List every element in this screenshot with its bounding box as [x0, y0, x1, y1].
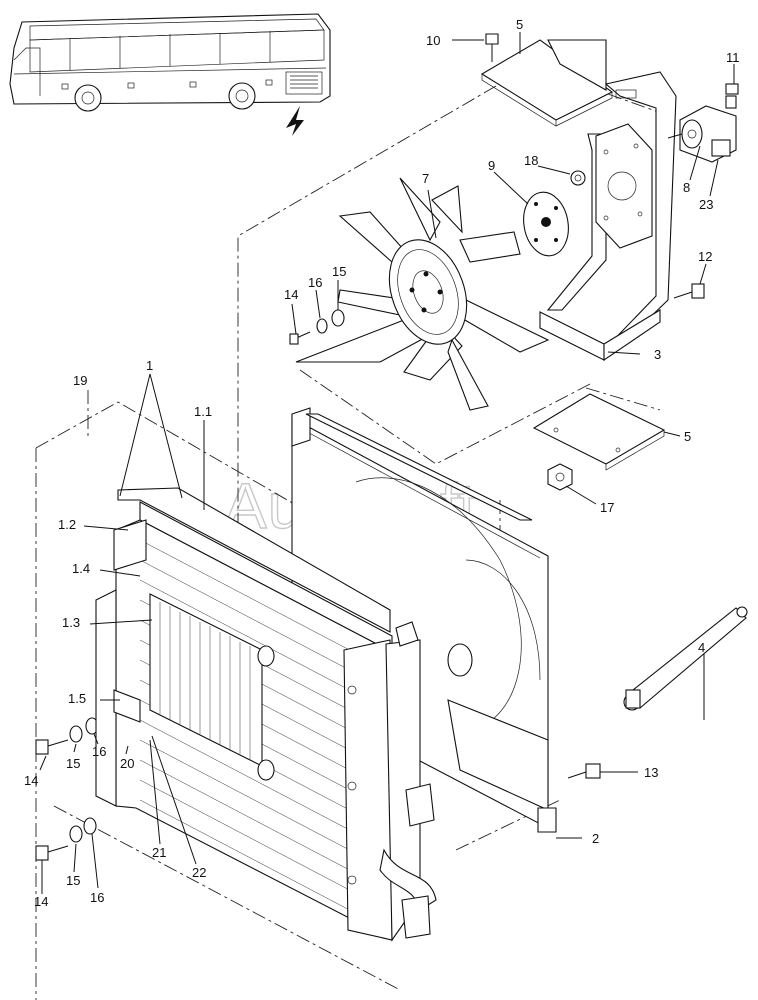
callout-17: 17	[600, 500, 614, 515]
callout-14-left: 14	[24, 773, 38, 788]
callout-14-fan: 14	[284, 287, 298, 302]
cooling-fan	[295, 177, 550, 411]
callout-20: 20	[120, 756, 134, 771]
callout-9: 9	[488, 158, 495, 173]
callout-1: 1	[146, 358, 153, 373]
callout-12: 12	[698, 249, 712, 264]
callout-15-left: 15	[66, 756, 80, 771]
callout-23: 23	[699, 197, 713, 212]
callout-10: 10	[426, 33, 440, 48]
callout-3: 3	[654, 347, 661, 362]
lower-bracket-plate	[532, 393, 666, 471]
upper-bracket-assembly	[480, 39, 677, 362]
callout-16-left: 16	[92, 744, 106, 759]
leader-lines	[39, 32, 735, 894]
callout-16-fan: 16	[308, 275, 322, 290]
callout-2: 2	[592, 831, 599, 846]
callout-7: 7	[422, 171, 429, 186]
radiator-assembly	[95, 487, 437, 942]
callout-13: 13	[644, 765, 658, 780]
fan-hub	[523, 191, 569, 257]
callout-19: 19	[73, 373, 87, 388]
hydraulic-motor	[667, 95, 737, 163]
callout-1-1: 1.1	[194, 404, 212, 419]
callout-1-5: 1.5	[68, 691, 86, 706]
callout-5-top: 5	[516, 17, 523, 32]
callout-labels: 10 5 11 18 9 7 8 23 12 14 16 15 3 19 1 1…	[24, 17, 740, 909]
callout-21: 21	[152, 845, 166, 860]
arrow-pointer-icon	[286, 106, 304, 136]
callout-15-bottom: 15	[66, 873, 80, 888]
callout-14-bottom: 14	[34, 894, 48, 909]
callout-15-fan: 15	[332, 264, 346, 279]
callout-1-2: 1.2	[58, 517, 76, 532]
support-strut	[623, 606, 748, 711]
callout-1-3: 1.3	[62, 615, 80, 630]
callout-1-4: 1.4	[72, 561, 90, 576]
callout-8: 8	[683, 180, 690, 195]
callout-22: 22	[192, 865, 206, 880]
callout-18: 18	[524, 153, 538, 168]
callout-16-bottom: 16	[90, 890, 104, 905]
callout-5-lower: 5	[684, 429, 691, 444]
bus-thumbnail	[9, 13, 331, 136]
callout-4: 4	[698, 640, 705, 655]
callout-11: 11	[726, 50, 740, 65]
